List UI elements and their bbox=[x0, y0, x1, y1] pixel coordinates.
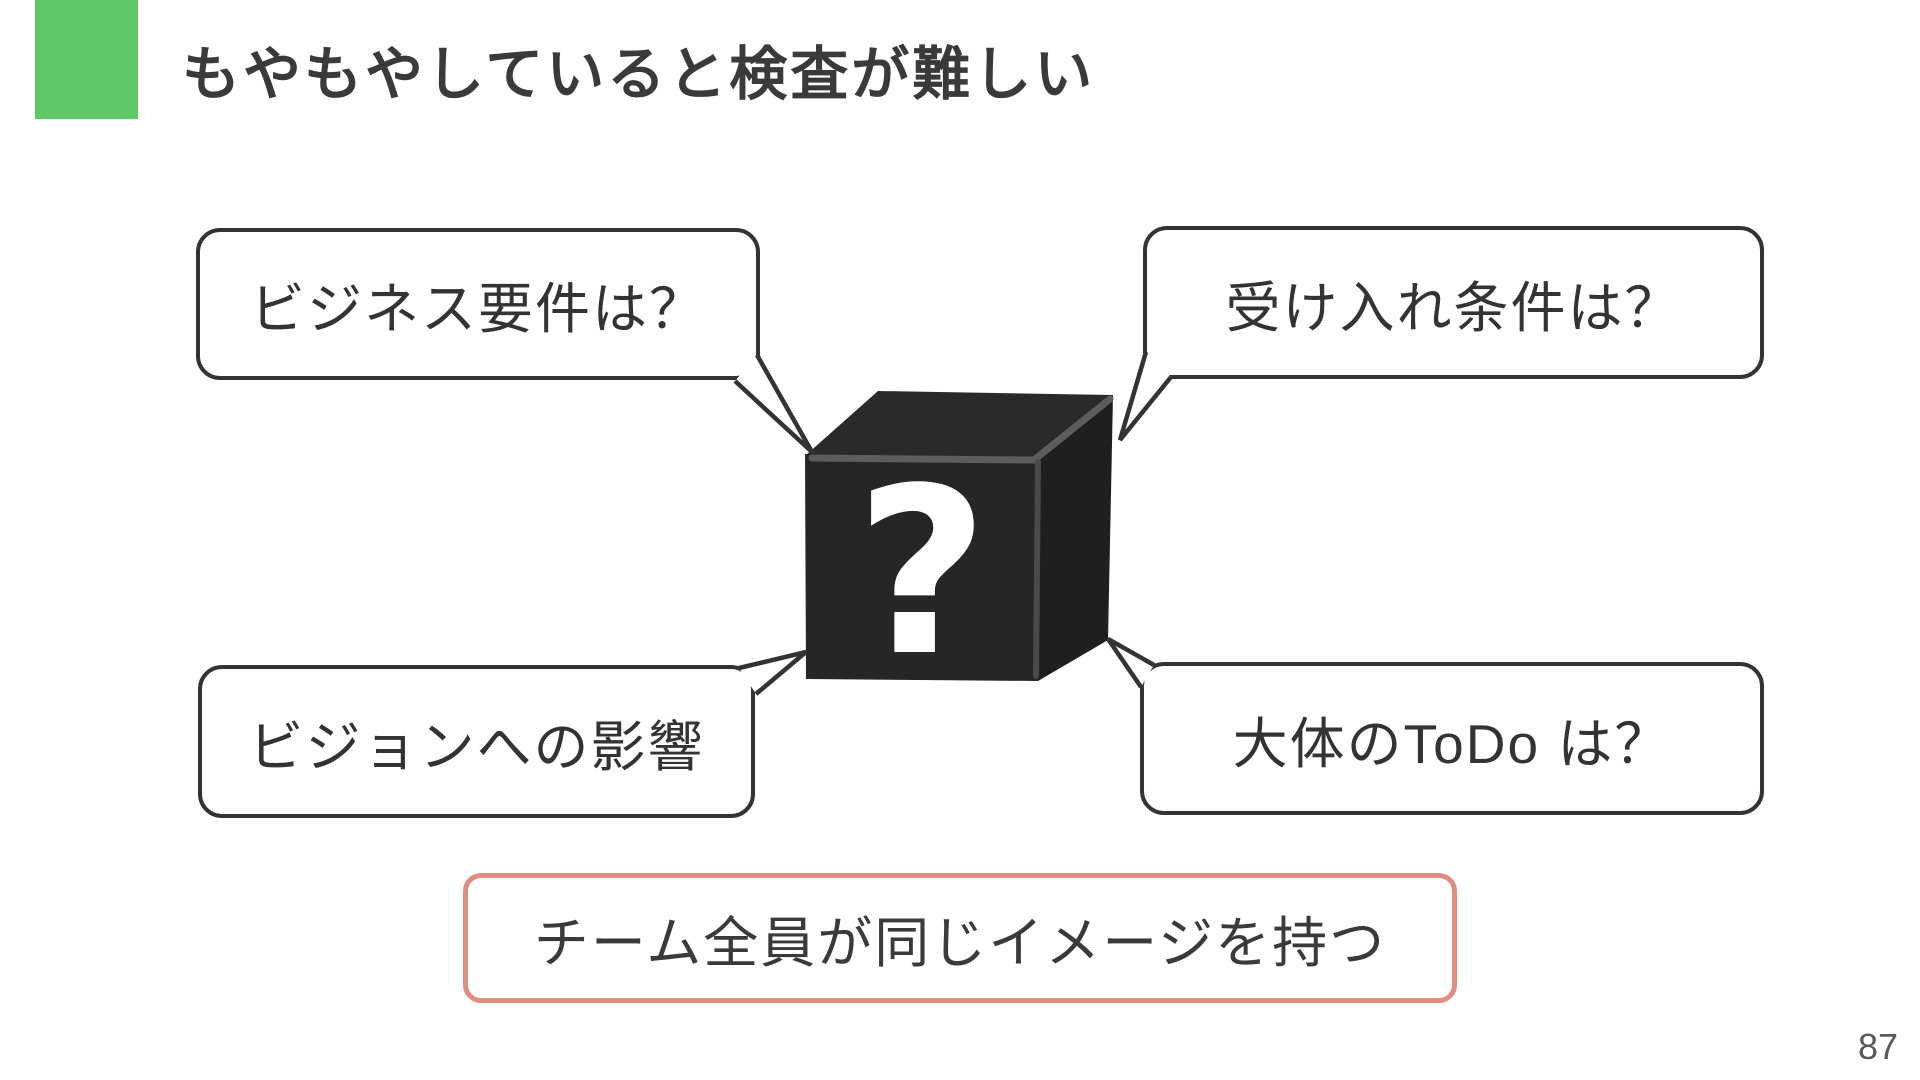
conclusion-box: チーム全員が同じイメージを持つ bbox=[463, 873, 1457, 1003]
mystery-box-edge-seam bbox=[1033, 459, 1041, 679]
mystery-box-front-face bbox=[805, 454, 1040, 681]
speech-bubble-rough-todo: 大体のToDo は？ bbox=[1140, 662, 1764, 815]
mystery-box-illustration: ? bbox=[805, 391, 1114, 707]
question-mark: ? bbox=[855, 440, 988, 707]
mystery-box-lid-seam bbox=[808, 395, 1114, 464]
speech-bubble-acceptance-criteria: 受け入れ条件は？ bbox=[1143, 226, 1764, 379]
bubble-label: ビジネス要件は？ bbox=[249, 278, 706, 340]
speech-bubble-business-requirements: ビジネス要件は？ bbox=[196, 228, 760, 380]
mystery-box-top-face bbox=[806, 391, 1113, 458]
conclusion-label: チーム全員が同じイメージを持つ bbox=[533, 912, 1387, 974]
speech-bubble-vision-impact: ビジョンへの影響 bbox=[198, 665, 755, 818]
bubble-label: ビジョンへの影響 bbox=[248, 715, 705, 778]
mystery-box-right-face bbox=[1038, 395, 1113, 681]
page-number: 87 bbox=[1857, 1026, 1898, 1067]
bubble-label: 大体のToDo は？ bbox=[1232, 712, 1672, 775]
bubble-label: 受け入れ条件は？ bbox=[1225, 276, 1682, 339]
title-accent-square bbox=[35, 0, 138, 119]
slide-title: もやもやしていると検査が難しい bbox=[182, 42, 1096, 107]
